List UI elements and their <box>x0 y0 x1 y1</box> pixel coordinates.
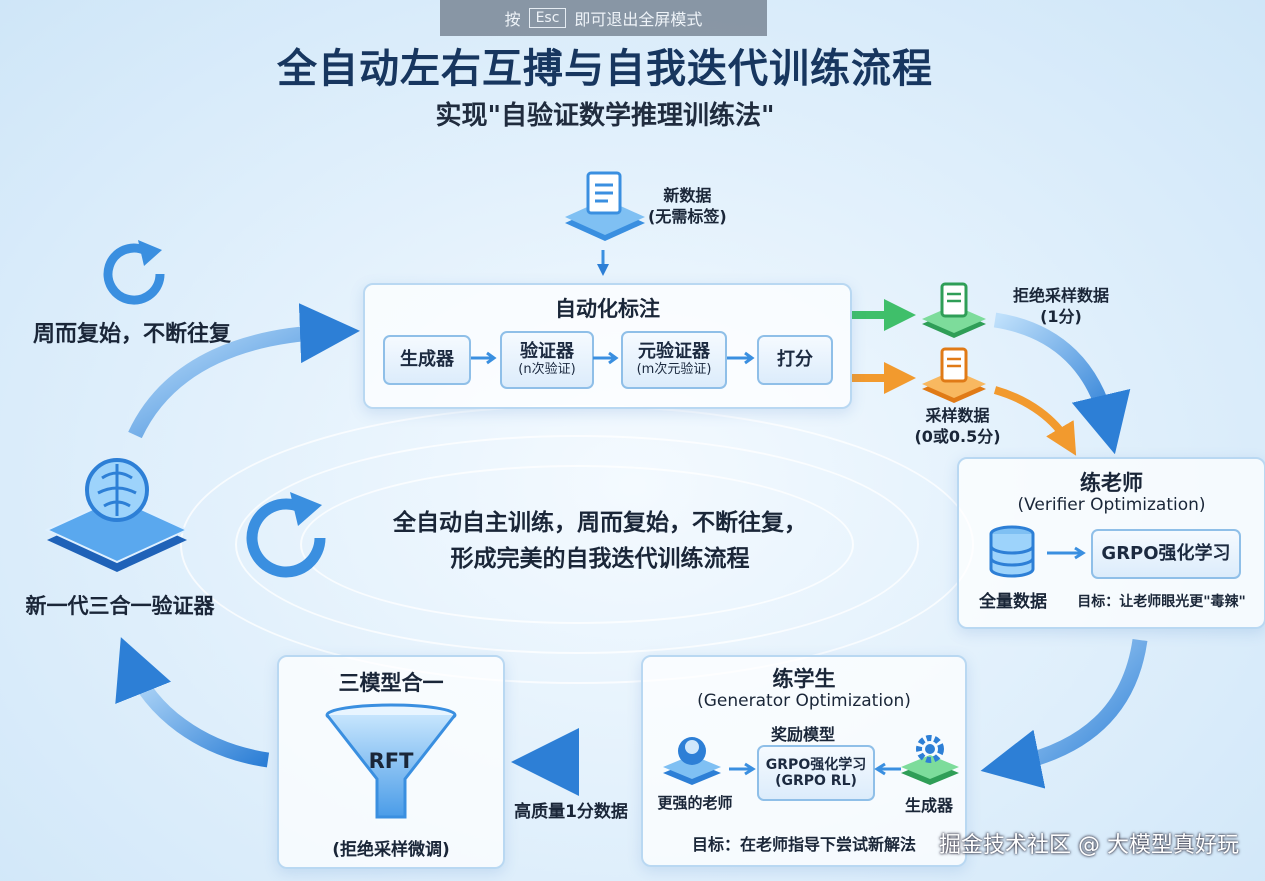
cycle-icon-top <box>98 238 176 314</box>
sample-data-label: 采样数据 (0或0.5分) <box>905 406 1010 448</box>
step-generator-label: 生成器 <box>400 348 454 370</box>
auto-label-panel: 自动化标注 生成器 验证器 (n次验证) 元验证器 (m次元验证) 打分 <box>363 283 852 409</box>
step-scoring-label: 打分 <box>777 348 813 370</box>
arrow-teacher-to-reward <box>729 762 756 776</box>
bg-ring-inner <box>300 465 854 624</box>
refresh-icon <box>103 240 165 305</box>
teacher-grpo-label: GRPO强化学习 <box>1101 542 1231 564</box>
arrow-teacher-to-student <box>980 638 1148 789</box>
new-data-line2: (无需标签) <box>648 206 727 226</box>
merge-note: (拒绝采样微调) <box>332 840 450 860</box>
step-scoring[interactable]: 打分 <box>757 335 833 385</box>
student-title: 练学生 <box>772 667 836 691</box>
document-icon <box>922 282 986 338</box>
student-generator: 生成器 <box>904 796 953 815</box>
step-meta-verifier-sub: (m次元验证) <box>636 361 712 377</box>
arrow-data-to-grpo <box>1047 546 1086 560</box>
document-icon <box>922 347 986 403</box>
page-title: 全自动左右互搏与自我迭代训练流程 <box>277 46 933 92</box>
sample-data-line1: 采样数据 <box>925 406 990 425</box>
student-subtitle: (Generator Optimization) <box>697 691 911 711</box>
arrow-sample-to-teacher <box>993 386 1077 456</box>
student-grpo[interactable]: GRPO强化学习 (GRPO RL) <box>757 745 875 801</box>
new-data-label: 新数据 (无需标签) <box>648 186 727 228</box>
high-quality-label: 高质量1分数据 <box>514 802 628 822</box>
esc-key: Esc <box>528 8 567 28</box>
teacher-grpo[interactable]: GRPO强化学习 <box>1091 529 1241 579</box>
step-meta-verifier[interactable]: 元验证器 (m次元验证) <box>621 331 727 389</box>
verifier-node <box>42 438 192 583</box>
new-data-line1: 新数据 <box>663 186 712 205</box>
merge-title: 三模型合一 <box>338 671 444 695</box>
teacher-panel: 练老师 (Verifier Optimization) GRPO强化学习 全量数… <box>957 457 1265 629</box>
sample-data-line2: (0或0.5分) <box>914 426 1001 446</box>
teacher-goal: 目标：让老师眼光更"毒辣" <box>1077 594 1246 610</box>
step-meta-verifier-label: 元验证器 <box>638 341 710 363</box>
reject-data-line2: (1分) <box>1040 306 1082 326</box>
watermark: 掘金技术社区 @ 大模型真好玩 <box>939 833 1239 858</box>
auto-label-title: 自动化标注 <box>555 297 660 321</box>
step-generator[interactable]: 生成器 <box>383 335 471 385</box>
teacher-title: 练老师 <box>1080 471 1143 495</box>
student-goal: 目标：在老师指导下尝试新解法 <box>691 835 916 854</box>
reject-data-line1: 拒绝采样数据 <box>1012 286 1109 305</box>
refresh-icon <box>246 492 326 578</box>
database-icon <box>989 525 1035 578</box>
arrow-generator-to-reward <box>874 762 901 776</box>
student-stronger-teacher: 更强的老师 <box>657 794 733 812</box>
merge-rft: RFT <box>368 749 414 773</box>
teacher-icon <box>663 737 721 785</box>
cycle-icon-center <box>238 490 334 590</box>
gear-icon <box>901 735 959 785</box>
teacher-subtitle: (Verifier Optimization) <box>1017 495 1206 515</box>
reject-data-node <box>918 280 990 340</box>
student-grpo-line2: (GRPO RL) <box>775 773 857 789</box>
fullscreen-exit-hint: 按 Esc 即可退出全屏模式 <box>440 0 767 36</box>
step-verifier-label: 验证器 <box>520 341 574 363</box>
bg-ring-middle <box>235 435 919 654</box>
verifier-label: 新一代三合一验证器 <box>25 594 215 618</box>
reject-data-label: 拒绝采样数据 (1分) <box>998 286 1124 328</box>
arrow-verifier-to-autolabel <box>128 303 360 439</box>
arrow-reject-to-teacher <box>993 312 1131 455</box>
new-data-node <box>560 165 650 250</box>
step-verifier[interactable]: 验证器 (n次验证) <box>500 331 594 389</box>
esc-hint-suffix: 即可退出全屏模式 <box>574 10 703 29</box>
page-subtitle: 实现"自验证数学推理训练法" <box>435 101 775 131</box>
center-text: 全自动自主训练，周而复始，不断往复， 形成完美的自我迭代训练流程 <box>350 506 850 577</box>
merge-panel: 三模型合一 RFT (拒绝采样微调) <box>277 655 505 869</box>
step-arrows <box>471 351 755 365</box>
funnel-icon <box>325 703 457 819</box>
sample-data-node <box>918 345 990 405</box>
arrow-merge-to-verifier <box>115 637 270 768</box>
student-grpo-line1: GRPO强化学习 <box>765 756 867 773</box>
cycle-top-label: 周而复始，不断往复 <box>32 322 231 347</box>
document-icon <box>565 171 645 241</box>
student-reward-model: 奖励模型 <box>770 725 835 744</box>
teacher-all-data: 全量数据 <box>979 592 1047 612</box>
step-verifier-sub: (n次验证) <box>518 361 576 377</box>
student-panel: 练学生 (Generator Optimization) 奖励模型 更强的老师 … <box>641 655 967 867</box>
center-text-line2: 形成完美的自我迭代训练流程 <box>450 545 750 572</box>
esc-hint-prefix: 按 <box>504 10 521 29</box>
center-text-line1: 全自动自主训练，周而复始，不断往复， <box>393 510 807 536</box>
brain-chip-icon <box>44 458 190 572</box>
